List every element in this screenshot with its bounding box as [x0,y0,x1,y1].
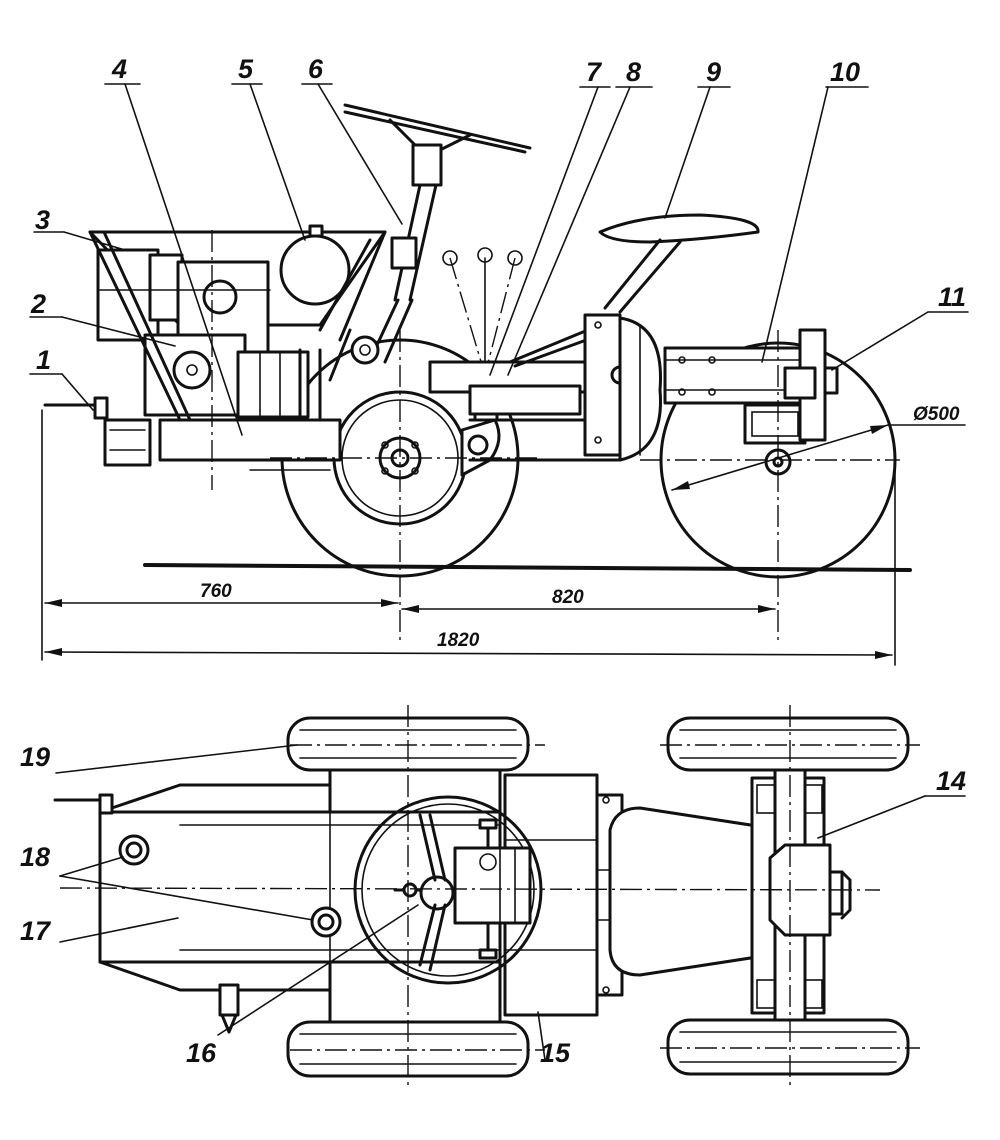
front-axle-beam [663,328,839,442]
callout-17: 17 [20,916,52,946]
callout-4: 4 [111,54,127,84]
dim-wheel-diameter: Ø500 [913,404,960,425]
callout-1: 1 [36,345,51,375]
front-wheel-top-upper [666,716,910,772]
dim-760: 760 [200,581,232,602]
drive-housing-top [608,806,772,977]
callout-8: 8 [626,57,641,87]
gearbox-housing [428,313,662,462]
steering-wheel-top [353,795,543,985]
callout-14: 14 [936,766,966,796]
callout-16: 16 [186,1038,217,1068]
callout-10: 10 [830,57,860,87]
front-axle-top [750,768,852,1022]
dim-820: 820 [552,587,584,608]
callout-3: 3 [35,205,50,235]
front-wheel-top-lower [666,1018,910,1076]
dim-1820: 1820 [437,630,480,651]
callout-15: 15 [540,1038,571,1068]
top-view [53,705,920,1090]
dimensions-side: 760 820 1820 Ø500 [41,404,966,666]
callout-7: 7 [586,57,603,87]
engine-block [88,224,387,422]
callouts: 1 2 3 4 5 6 7 8 9 10 11 14 15 16 17 18 1… [20,54,969,1068]
steering-assembly [328,103,532,382]
callout-19: 19 [20,742,50,772]
callout-5: 5 [238,54,254,84]
callout-6: 6 [308,54,324,84]
callout-2: 2 [30,289,46,319]
gearbox-top [503,773,599,1017]
callout-9: 9 [706,57,721,87]
seat [598,213,760,314]
front-hitch [43,396,152,467]
callout-11: 11 [938,282,966,312]
ground-line [143,563,912,572]
callout-18: 18 [20,842,50,872]
side-view: 760 820 1820 Ø500 [41,103,966,666]
